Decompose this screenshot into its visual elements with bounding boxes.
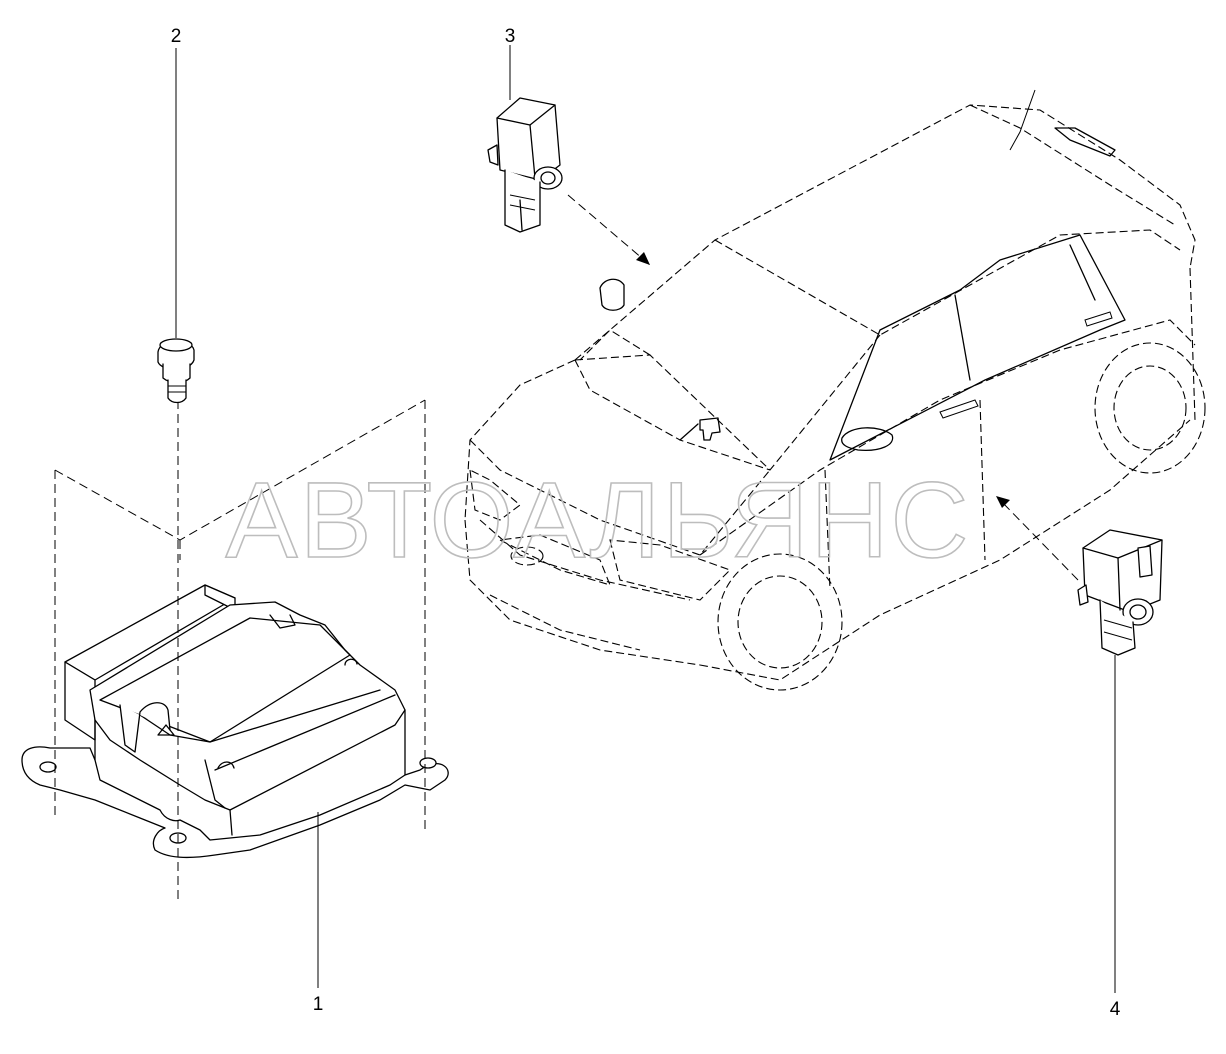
side-impact-sensor [1077,529,1163,656]
leader-lines [175,45,1116,993]
callout-labels: 2 3 1 4 [171,26,1121,1020]
car-outline [464,89,1206,691]
arrow-head-icon [636,252,650,265]
mounting-projection [54,399,426,900]
callout-3: 3 [505,26,516,47]
front-impact-sensor [487,97,563,233]
arrow-head-icon [996,496,1010,508]
callout-1: 1 [313,994,324,1015]
assembly-arrows [567,194,1079,581]
airbag-control-unit [21,584,449,859]
watermark-text: АВТОАЛЬЯНС [226,459,971,580]
mounting-bolt [157,338,195,404]
callout-2: 2 [171,26,182,47]
callout-4: 4 [1110,999,1121,1020]
